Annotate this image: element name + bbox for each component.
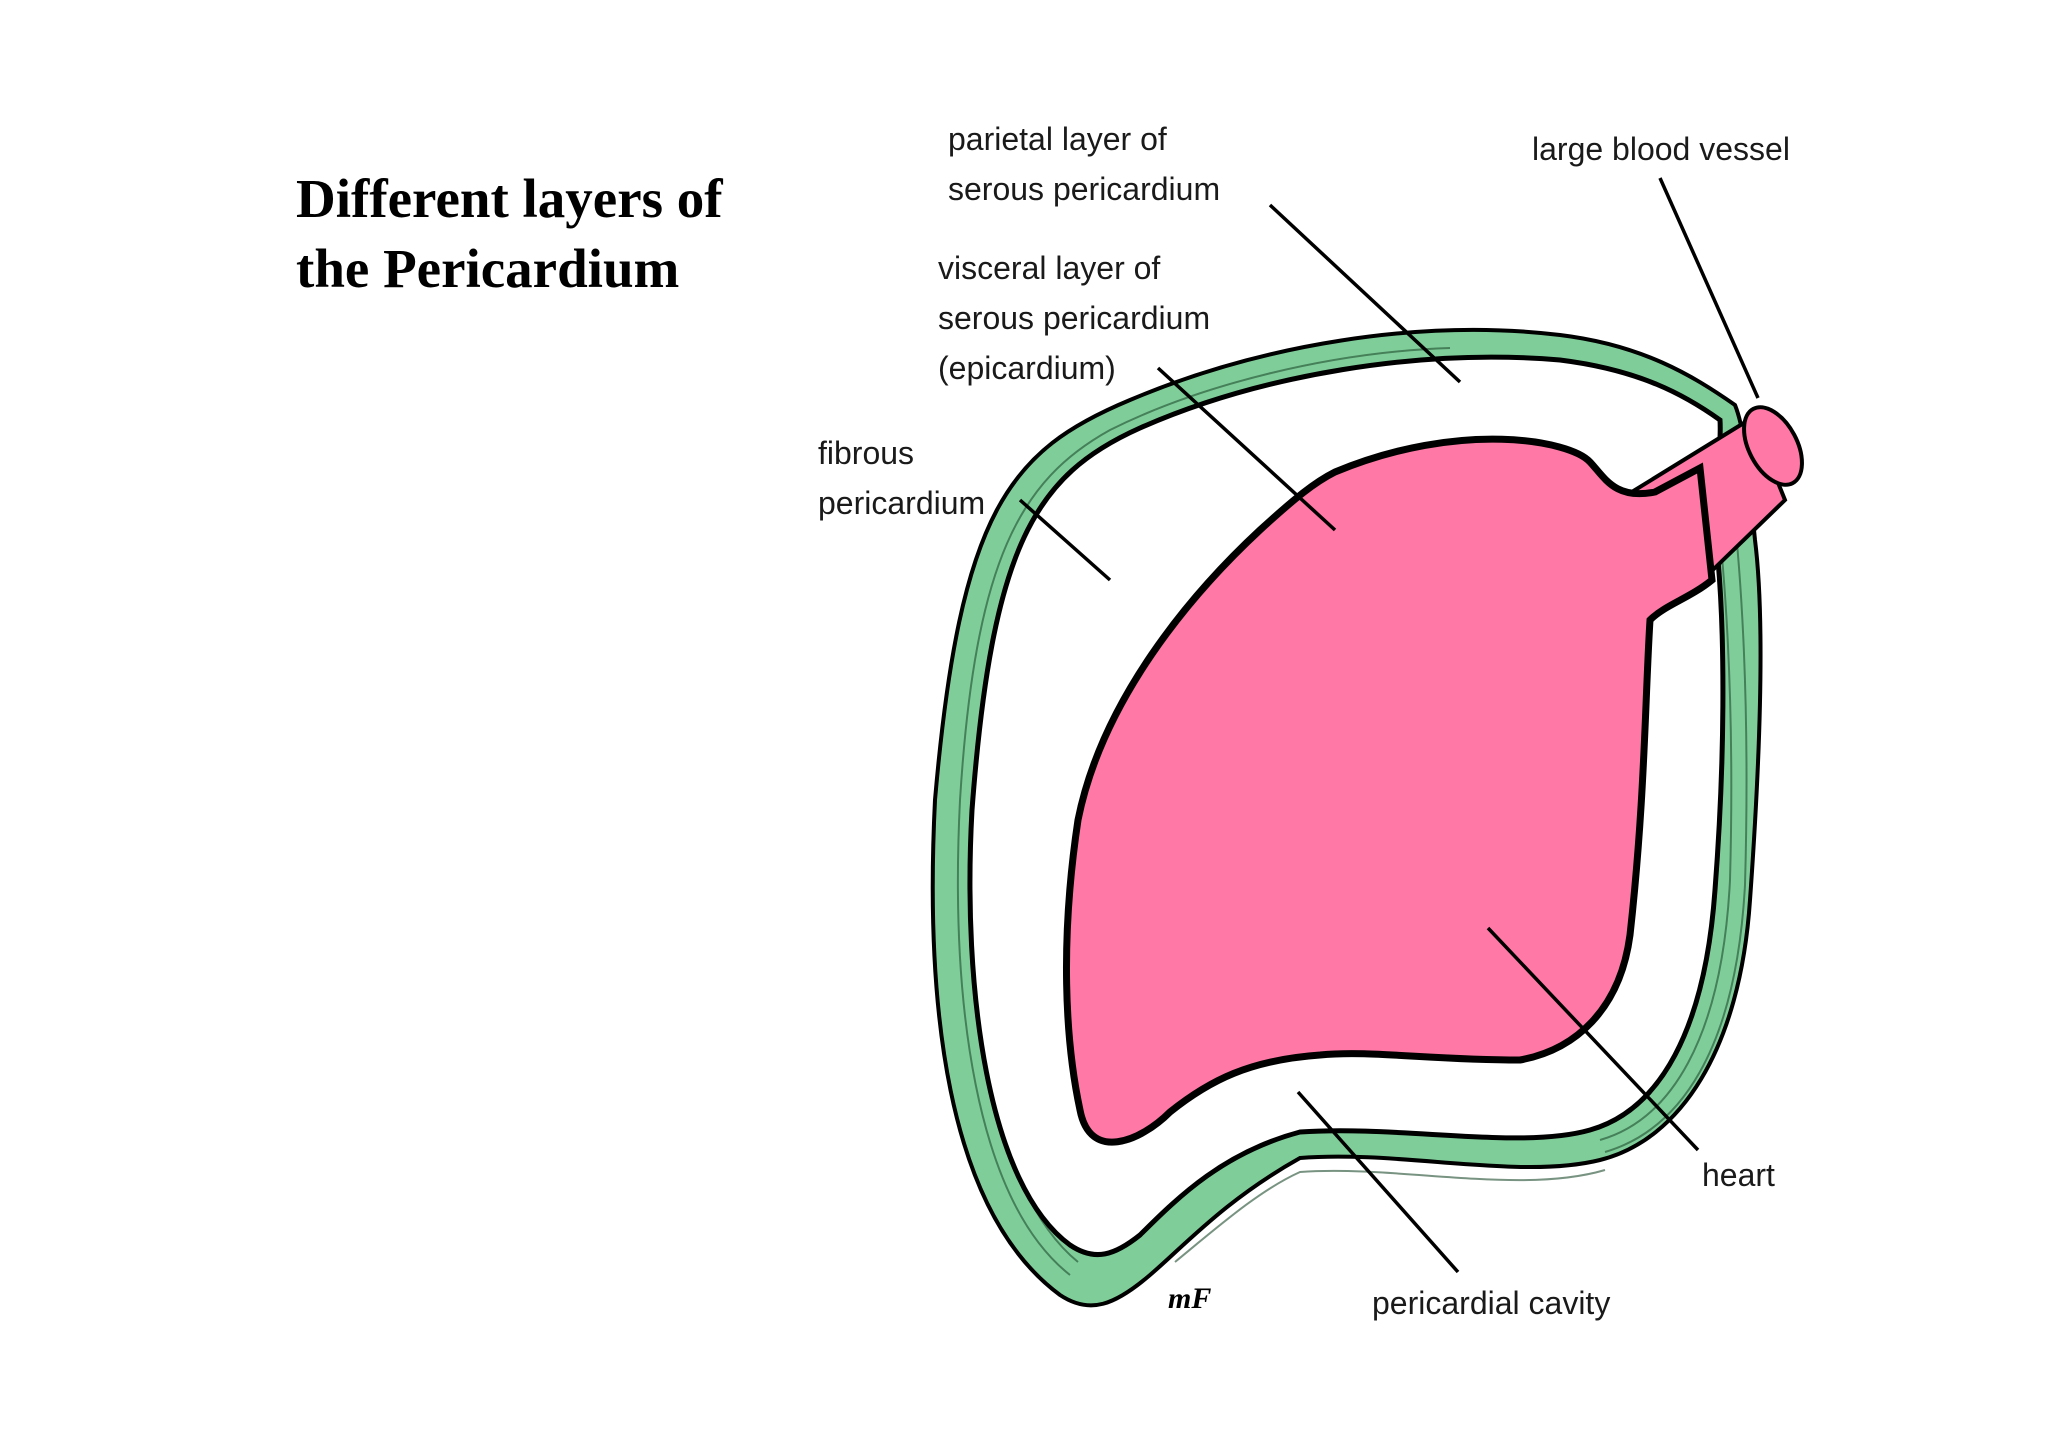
blood-vessel-opening [1742, 405, 1804, 487]
label-visceral-line-3: (epicardium) [938, 350, 1116, 386]
label-visceral-layer: visceral layer of serous pericardium (ep… [938, 243, 1210, 393]
label-parietal-line-1: parietal layer of [948, 121, 1167, 157]
leader-fibrous [1018, 498, 1112, 582]
label-large-blood-vessel: large blood vessel [1532, 131, 1790, 167]
artist-signature: mF [1168, 1282, 1211, 1315]
label-parietal-line-2: serous pericardium [948, 171, 1221, 207]
title-line-1: Different layers of [296, 168, 723, 229]
label-visceral-line-2: serous pericardium [938, 300, 1211, 336]
leader-cavity [1296, 1090, 1460, 1274]
label-parietal-layer: parietal layer of serous pericardium [948, 114, 1220, 214]
label-fibrous-line-2: pericardium [818, 485, 986, 521]
title-line-2: the Pericardium [296, 238, 680, 299]
label-pericardial-cavity: pericardial cavity [1372, 1285, 1611, 1321]
leader-lines [1018, 177, 1760, 1274]
label-fibrous-line-1: fibrous [818, 435, 915, 471]
leader-vessel [1658, 177, 1760, 399]
label-fibrous-pericardium: fibrous pericardium [818, 428, 985, 528]
page-title: Different layers of the Pericardium [296, 164, 723, 304]
heart-shape [1062, 435, 1716, 1146]
label-visceral-line-1: visceral layer of [938, 250, 1161, 286]
label-heart: heart [1702, 1157, 1775, 1193]
leader-heart [1486, 926, 1700, 1152]
leader-visceral [1156, 366, 1337, 532]
leader-parietal [1268, 203, 1462, 384]
